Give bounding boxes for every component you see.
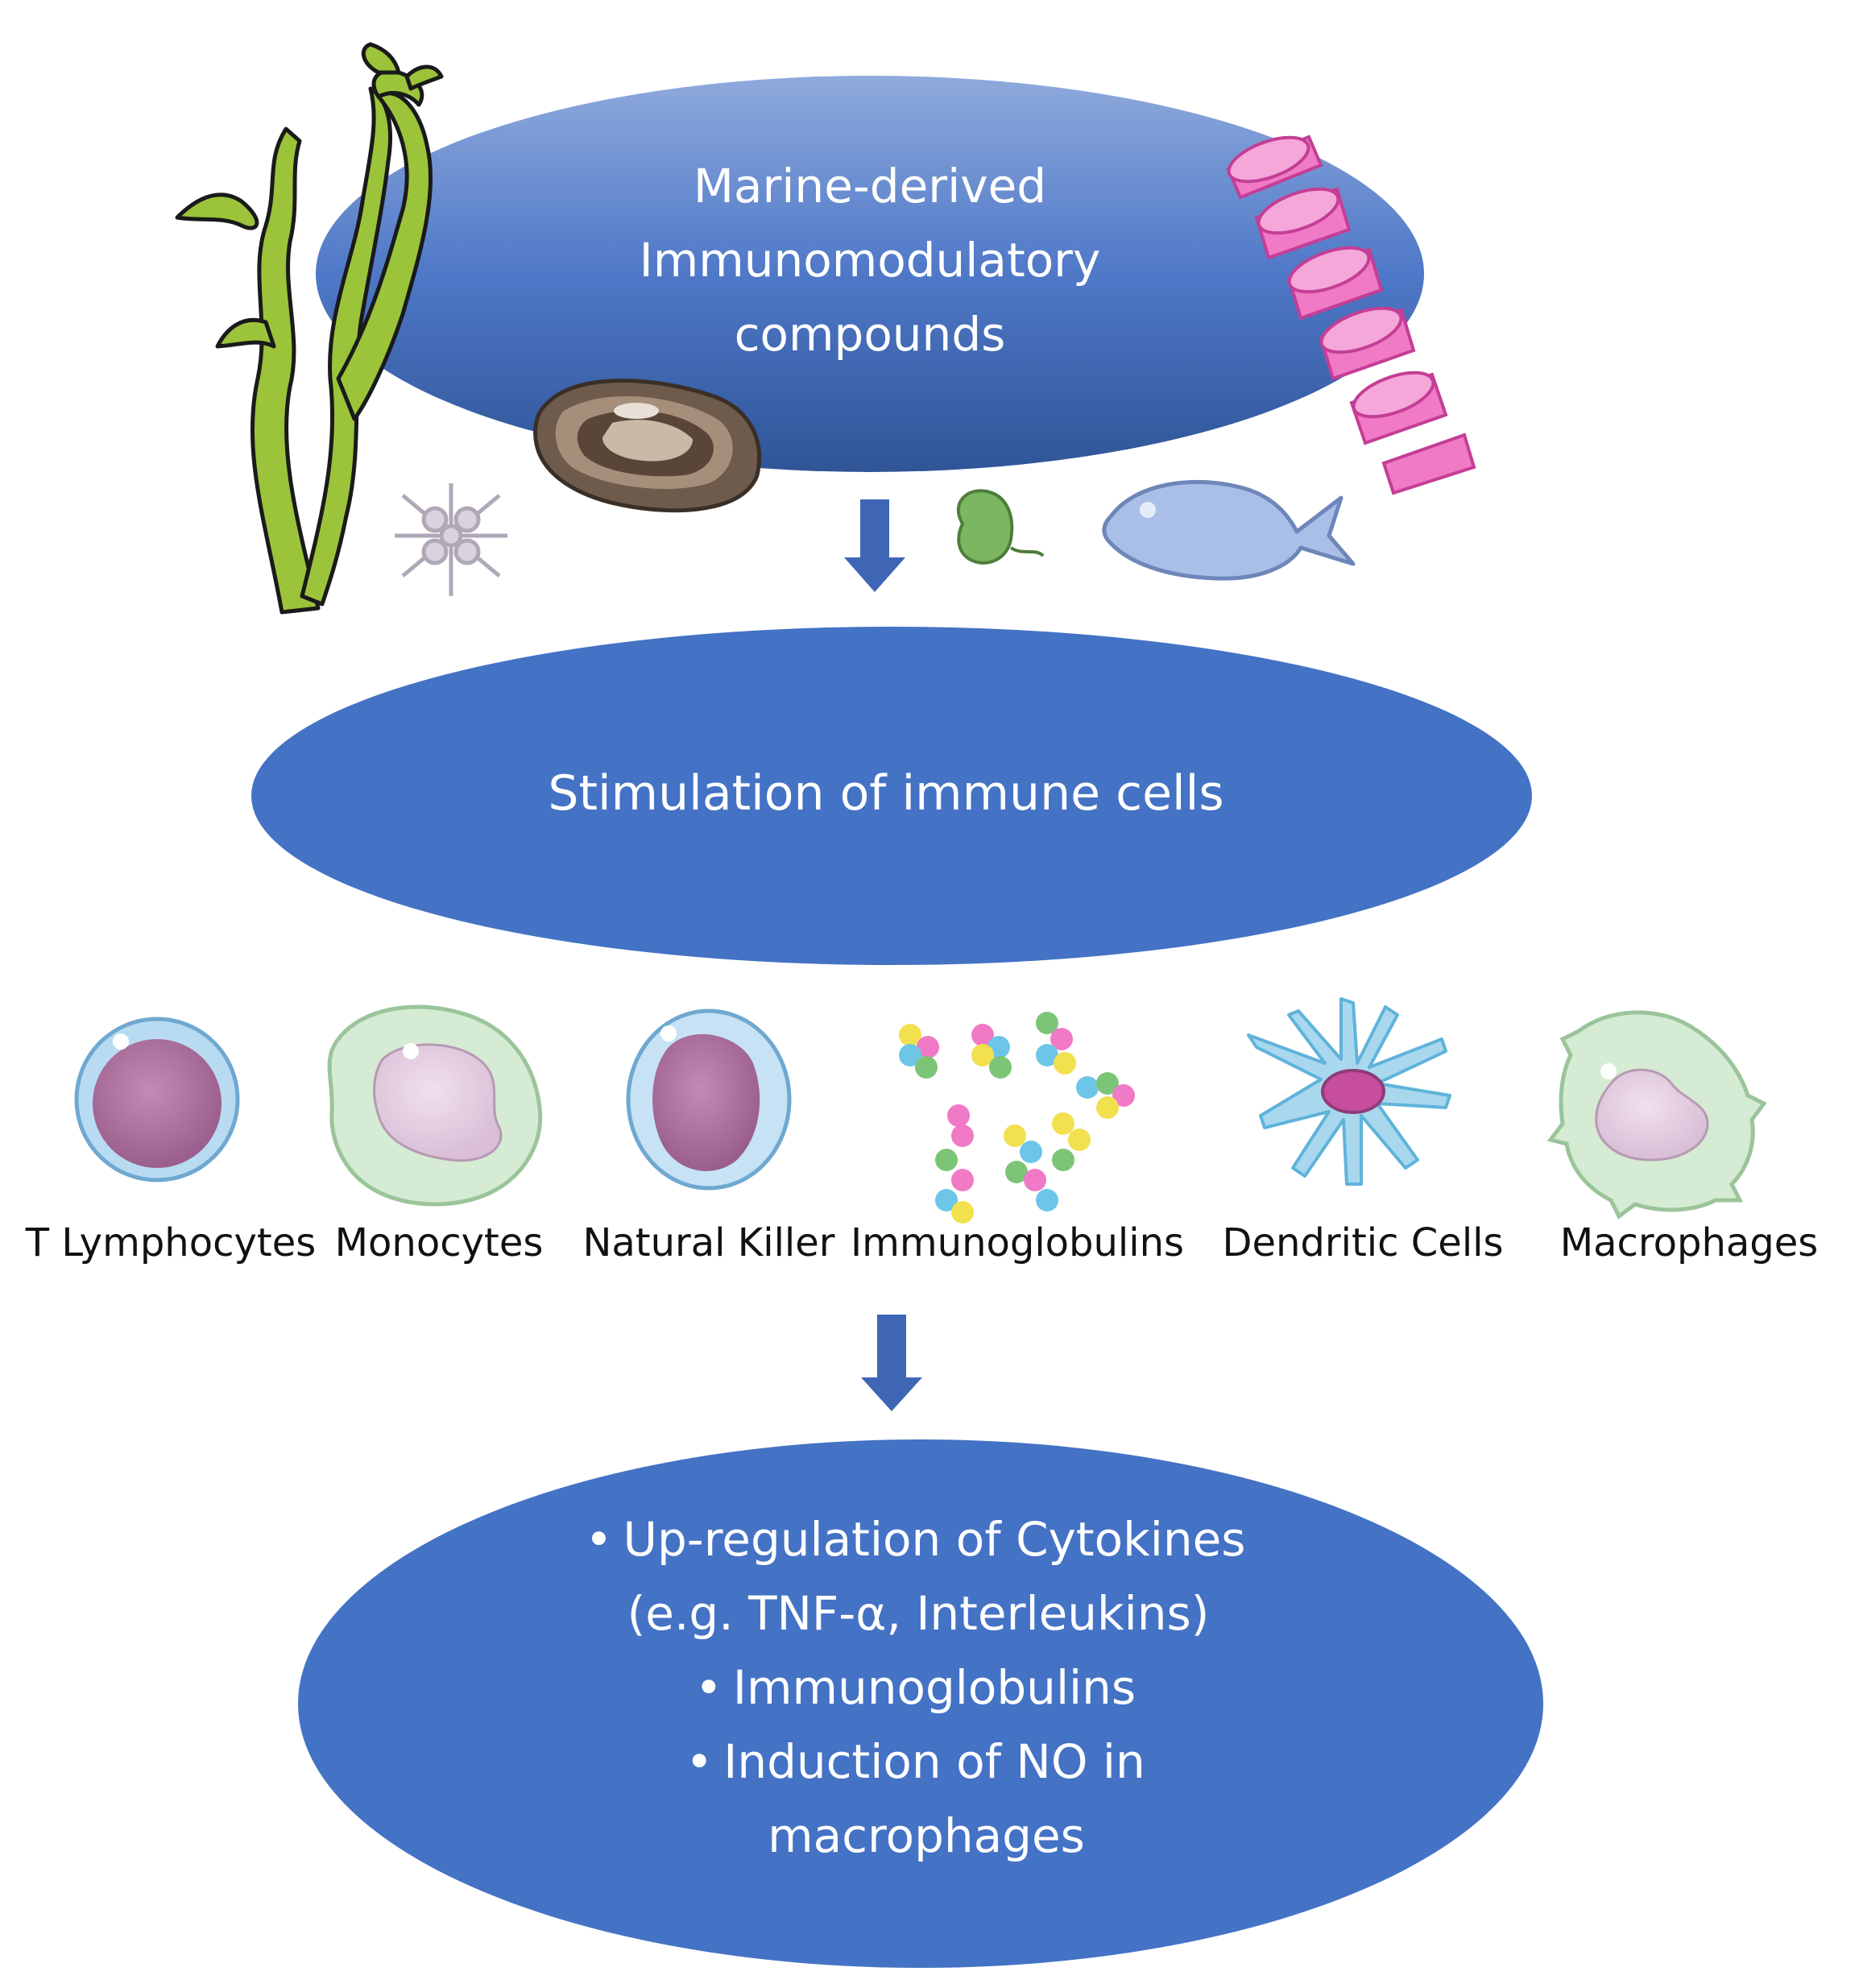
outcomes-list: •Up-regulation of Cytokines (e.g. TNF-α,…: [451, 1502, 1401, 1873]
cell-label-immunoglobulins: Immunoglobulins: [850, 1220, 1185, 1265]
outcome-text-1-cont: (e.g. TNF-α, Interleukins): [627, 1586, 1210, 1641]
cell-label-macrophages: Macrophages: [1559, 1220, 1819, 1265]
fish-icon: [1102, 479, 1356, 581]
bullet-1: •: [585, 1512, 613, 1567]
cell-label-dendritic-cells: Dendritic Cells: [1222, 1220, 1504, 1265]
outcome-text-3-cont: macrophages: [768, 1808, 1085, 1863]
cell-label-t-lymphocytes: T Lymphocytes: [25, 1220, 317, 1265]
macrophage-icon: [1546, 1010, 1767, 1220]
t-lymphocyte-icon: [74, 1017, 240, 1182]
outcome-text-1: Up-regulation of Cytokines: [623, 1512, 1246, 1567]
down-arrow-1: [844, 499, 905, 592]
outcome-item-2: •Immunoglobulins: [435, 1650, 1385, 1725]
down-arrow-2: [861, 1315, 922, 1411]
cell-label-monocytes: Monocytes: [334, 1220, 544, 1265]
bullet-3: •: [685, 1734, 714, 1789]
natural-killer-icon: [626, 1008, 792, 1191]
seaweed-icon: [175, 42, 444, 615]
outcome-item-3: •Induction of NO in: [435, 1725, 1385, 1799]
green-algae-icon: [956, 489, 1045, 565]
compounds-label-line-2: Immunomodulatory: [639, 233, 1101, 288]
oyster-icon: [533, 379, 761, 513]
pink-segmented-organism-icon: [1226, 135, 1476, 495]
bullet-2: •: [694, 1660, 722, 1715]
dendritic-cell-icon: [1247, 997, 1451, 1186]
cell-label-natural-killer: Natural Killer: [582, 1220, 835, 1265]
outcome-item-1: •Up-regulation of Cytokines: [435, 1502, 1385, 1576]
outcome-text-2: Immunoglobulins: [732, 1660, 1137, 1715]
stimulation-label: Stimulation of immune cells: [548, 765, 1224, 822]
compounds-label: Marine-derived Immunomodulatory compound…: [451, 149, 1289, 371]
immunoglobulins-icon: [899, 1012, 1135, 1224]
stimulation-ellipse: [251, 627, 1532, 965]
outcomes-ellipse: [298, 1439, 1543, 1968]
compounds-ellipse: [316, 76, 1424, 472]
diatom-icon: [395, 483, 507, 596]
monocyte-icon: [327, 1004, 543, 1207]
compounds-label-line-3: compounds: [734, 307, 1006, 362]
outcome-text-3: Induction of NO in: [723, 1734, 1145, 1789]
compounds-label-line-1: Marine-derived: [693, 159, 1047, 213]
